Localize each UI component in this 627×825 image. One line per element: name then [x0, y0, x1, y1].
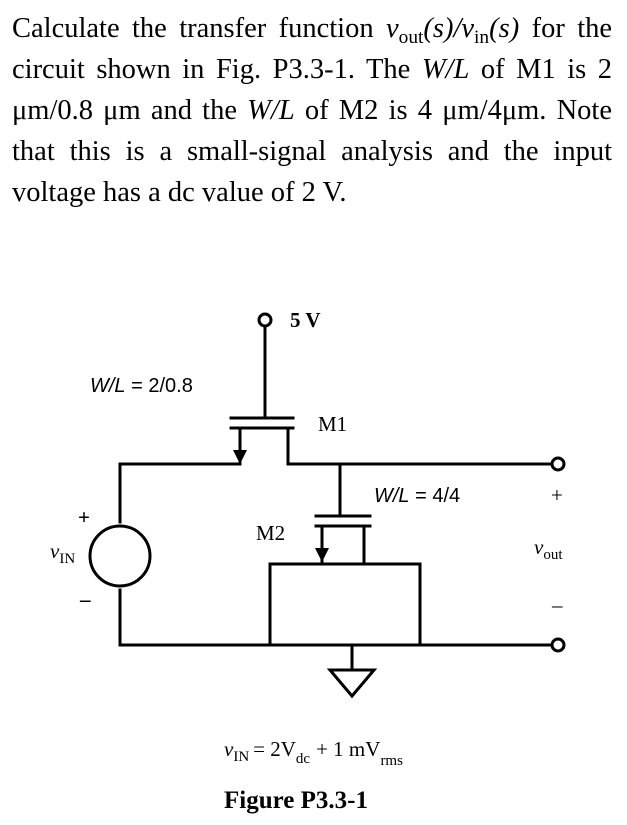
vout-plus-terminal — [550, 456, 566, 472]
supply-terminal — [257, 312, 273, 328]
m1-wl-var: W/L — [90, 375, 126, 397]
input-equation: vIN= 2Vdc + 1 mVrms — [224, 737, 403, 769]
eq-var: v — [224, 737, 234, 761]
m2-source-arrow — [315, 548, 329, 562]
figure-caption: Figure P3.3-1 — [224, 787, 368, 814]
m2-wl-var: W/L — [374, 485, 410, 507]
vout-sub: out — [543, 547, 563, 563]
vin-source — [88, 524, 152, 588]
vout-label: vout — [534, 535, 563, 563]
problem-wl-1: W/L — [421, 54, 470, 85]
eq-rms-sub: rms — [380, 753, 403, 769]
tf-numerator-var: v — [385, 13, 399, 44]
vout-plus-sign: + — [551, 483, 563, 507]
problem-sentence-3: of M2 is 4 μm/4μm. Note that this is a s… — [12, 95, 612, 208]
eq-mid: = 2V — [253, 737, 296, 761]
tf-numerator-sub: out — [398, 26, 424, 48]
problem-sentence-1: for the circuit shown in Fig. P3.3-1. Th… — [12, 13, 613, 85]
eq-dc-sub: dc — [296, 751, 311, 767]
problem-sentence-2: of M1 is 2 μm/0.8 μm and the — [12, 54, 613, 126]
transistor-arrows — [233, 450, 329, 562]
problem-wl-2: W/L — [247, 95, 295, 126]
ground-symbol — [326, 668, 378, 699]
tf-denominator-sub: in — [474, 26, 490, 48]
eq-plus: + 1 mV — [316, 737, 380, 761]
tf-denominator-arg: (s) — [489, 13, 520, 44]
tf-numerator-arg: (s)/ — [423, 13, 462, 44]
m1-label: M1 — [318, 412, 347, 436]
vin-sub: IN — [59, 551, 75, 567]
m2-label: M2 — [256, 521, 285, 545]
vin-var: v — [50, 539, 60, 563]
vout-var: v — [534, 535, 544, 559]
vin-plus-sign: + — [78, 505, 90, 529]
m2-wl-value: = 4/4 — [415, 485, 460, 507]
m1-wl-value: = 2/0.8 — [131, 375, 193, 397]
m2-wl-annotation: W/L = 4/4 — [374, 485, 460, 507]
m1-wl-annotation: W/L = 2/0.8 — [90, 375, 193, 397]
vout-minus-terminal — [550, 637, 566, 653]
eq-sub: IN — [233, 749, 249, 765]
vout-minus-sign: – — [551, 593, 563, 617]
vin-minus-sign: – — [79, 587, 91, 611]
circuit-wires — [88, 312, 566, 699]
m1-source-arrow — [233, 450, 247, 464]
problem-lead: Calculate the transfer function — [12, 13, 374, 44]
problem-statement: Calculate the transfer function vout(s)/… — [12, 8, 612, 213]
supply-label: 5 V — [290, 308, 321, 332]
vin-label: vIN — [50, 539, 75, 567]
tf-denominator-var: v — [461, 13, 475, 44]
